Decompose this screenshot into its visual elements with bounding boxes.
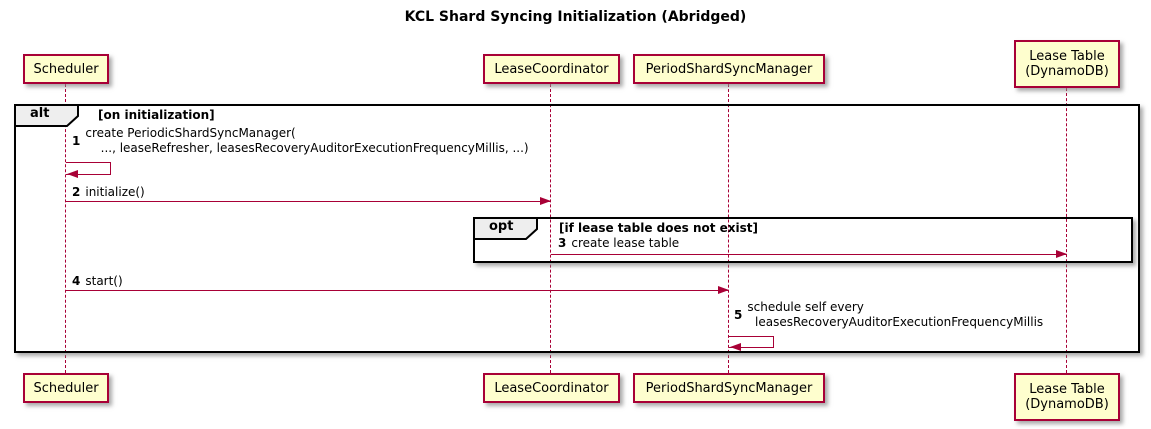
- opt-frame: opt [if lease table does not exist]: [473, 217, 1133, 263]
- message-1-self-arrow: [66, 162, 111, 175]
- opt-guard: [if lease table does not exist]: [559, 221, 759, 235]
- message-5-number: 5: [734, 307, 743, 322]
- message-2-arrow: [66, 201, 551, 202]
- message-3: 3 create lease table: [558, 236, 679, 251]
- message-4-arrow: [66, 290, 729, 291]
- message-3-arrow: [551, 254, 1067, 255]
- message-1: 1 create PeriodicShardSyncManager( ..., …: [72, 126, 529, 156]
- lifeline-lease-coordinator: [550, 84, 551, 373]
- participant-period-shard-sync-manager-top: PeriodShardSyncManager: [633, 54, 825, 84]
- message-1-arrowhead-icon: [67, 170, 78, 178]
- participant-period-shard-sync-manager-bottom: PeriodShardSyncManager: [633, 373, 825, 403]
- message-1-text: create PeriodicShardSyncManager( ..., le…: [85, 126, 529, 155]
- opt-keyword: opt: [489, 219, 514, 234]
- message-5-text: schedule self every leasesRecoveryAudito…: [747, 300, 1044, 329]
- message-3-number: 3: [558, 236, 567, 250]
- diagram-title: KCL Shard Syncing Initialization (Abridg…: [404, 9, 747, 25]
- message-3-text: create lease table: [571, 236, 680, 250]
- message-4: 4 start(): [72, 274, 123, 289]
- message-4-arrowhead-icon: [718, 286, 729, 294]
- message-3-arrowhead-icon: [1056, 250, 1067, 258]
- alt-frame: alt [on initialization]: [14, 104, 1140, 353]
- message-5-self-arrow: [729, 336, 774, 348]
- alt-keyword: alt: [30, 106, 50, 121]
- message-5: 5 schedule self every leasesRecoveryAudi…: [734, 300, 1043, 330]
- message-2-text: initialize(): [85, 185, 145, 199]
- message-2-number: 2: [72, 185, 81, 199]
- alt-guard: [on initialization]: [98, 108, 215, 122]
- message-2-arrowhead-icon: [540, 197, 551, 205]
- participant-lease-coordinator-top: LeaseCoordinator: [483, 54, 620, 84]
- message-5-arrowhead-icon: [730, 343, 741, 351]
- message-1-number: 1: [72, 133, 81, 148]
- lifeline-period-shard-sync-manager: [728, 84, 729, 373]
- participant-lease-table-bottom: Lease Table (DynamoDB): [1014, 373, 1120, 421]
- participant-scheduler-top: Scheduler: [23, 54, 109, 84]
- message-4-number: 4: [72, 274, 81, 288]
- lifeline-lease-table: [1066, 88, 1067, 373]
- lifeline-scheduler: [65, 84, 66, 373]
- participant-scheduler-bottom: Scheduler: [23, 373, 109, 403]
- alt-frame-label-shape: [14, 104, 79, 127]
- participant-lease-table-top: Lease Table (DynamoDB): [1014, 40, 1120, 88]
- opt-frame-label-shape: [473, 217, 538, 240]
- participant-lease-coordinator-bottom: LeaseCoordinator: [483, 373, 620, 403]
- message-2: 2 initialize(): [72, 185, 145, 200]
- message-4-text: start(): [85, 274, 123, 288]
